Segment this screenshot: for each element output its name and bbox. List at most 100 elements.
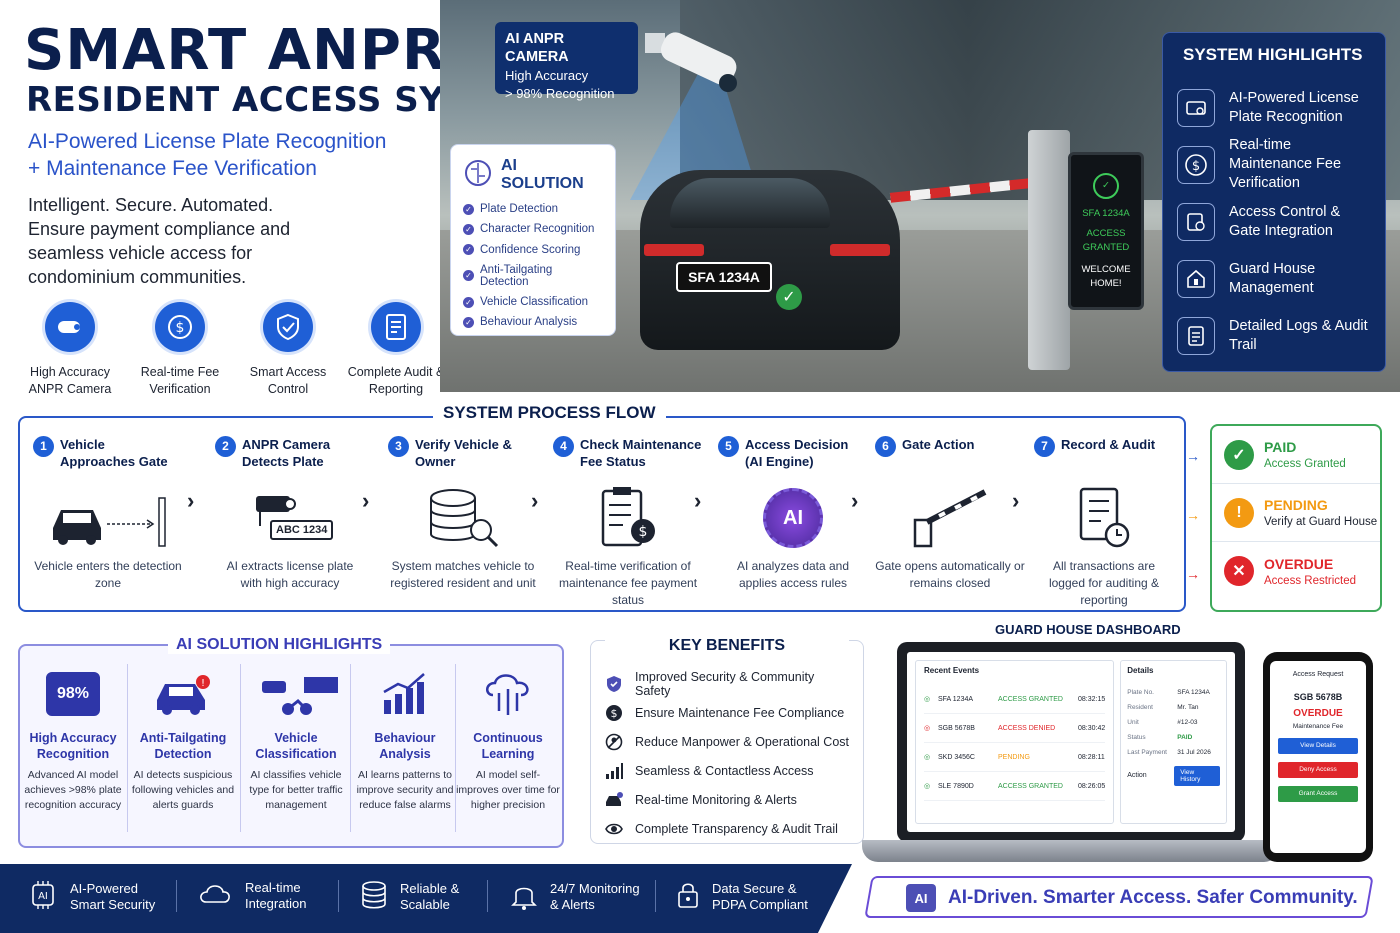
divider (350, 664, 351, 832)
bar-chart-icon (352, 664, 458, 724)
footer-bar (0, 864, 852, 933)
flow-arrow-icon: › (851, 488, 859, 513)
footer-item: Reliable & Scalable (360, 880, 468, 914)
kiosk-check-icon: ✓ (1093, 173, 1119, 199)
shield-check-icon (605, 675, 623, 693)
ai-solution-item: ✓Confidence Scoring (463, 244, 603, 256)
plate-scan-icon (1177, 88, 1215, 127)
log-clock-icon (1034, 478, 1174, 558)
detail-row: Unit#12-03 (1127, 719, 1198, 726)
footer-divider (176, 880, 177, 912)
divider (240, 664, 241, 832)
check-icon: ✓ (463, 244, 474, 256)
bell-icon (510, 880, 538, 914)
ai-brain-icon: AI (718, 478, 868, 558)
lock-icon (676, 880, 700, 914)
shield-icon (263, 302, 313, 352)
ai-chip-icon: AI (906, 884, 936, 912)
no-manpower-icon (605, 733, 623, 751)
barrier-gate-icon (875, 478, 1025, 558)
svg-text:!: ! (201, 678, 205, 689)
svg-text:$: $ (1192, 159, 1200, 174)
slogan: AI AI-Driven. Smarter Access. Safer Comm… (906, 884, 1358, 912)
warning-icon: ! (1224, 497, 1254, 528)
ai-chip-icon: AI (28, 880, 58, 914)
detail-row: Plate No.SFA 1234A (1127, 689, 1210, 696)
camera-card: AI ANPR CAMERA High Accuracy > 98% Recog… (495, 22, 638, 101)
check-circle-icon: ◎ (924, 783, 931, 790)
clipboard-dollar-icon: $ (553, 478, 703, 558)
dollar-icon: $ (605, 704, 623, 722)
deny-access-button[interactable]: Deny Access (1278, 762, 1358, 778)
grant-access-button[interactable]: Grant Access (1278, 786, 1358, 802)
camera-plate-icon: ABC 1234 (215, 478, 365, 558)
phone-screen: Access Request SGB 5678B OVERDUE Mainten… (1270, 661, 1366, 853)
ai-highlight-item: Vehicle Classification AI classifies veh… (243, 664, 349, 813)
dollar-icon: $ (155, 302, 205, 352)
check-icon: ✓ (463, 203, 474, 215)
close-icon: ✕ (1224, 556, 1254, 586)
cloud-icon (197, 881, 233, 911)
phone: Access Request SGB 5678B OVERDUE Mainten… (1263, 652, 1373, 862)
system-highlight-item: Guard House Management (1177, 250, 1371, 307)
camera-icon (45, 302, 95, 352)
flow-arrow-icon: › (531, 488, 539, 513)
ai-solution-card: AI SOLUTION ✓Plate Detection ✓Character … (450, 144, 616, 336)
dollar-icon: $ (1177, 145, 1215, 184)
view-details-button[interactable]: View Details (1278, 738, 1358, 754)
barrier-post (1028, 130, 1070, 370)
system-highlight-item: $Real-time Maintenance Fee Verification (1177, 136, 1371, 193)
view-history-button[interactable]: View History (1174, 765, 1220, 786)
feature-access: Smart Access Control (233, 302, 343, 398)
accuracy-badge: 98% (46, 672, 100, 716)
flow-arrow-icon: › (362, 488, 370, 513)
subtitle: AI-Powered License Plate Recognition + M… (28, 130, 387, 180)
ai-highlight-item: ! Anti-Tailgating Detection AI detects s… (130, 664, 236, 813)
access-kiosk: ✓ SFA 1234A ACCESS GRANTED WELCOME HOME! (1068, 152, 1144, 310)
svg-text:$: $ (611, 707, 618, 720)
denied-circle-icon: ◎ (924, 725, 931, 732)
ai-highlight-item: Behaviour Analysis AI learns patterns to… (352, 664, 458, 813)
footer-item: Data Secure & PDPA Compliant (676, 880, 808, 914)
check-icon: ✓ (463, 316, 474, 328)
footer-divider (655, 880, 656, 912)
benefit-item: Improved Security & Community Safety (605, 669, 849, 698)
camera-beam (630, 70, 760, 200)
ai-solution-item: ✓Anti-Tailgating Detection (463, 264, 603, 288)
laptop-base (862, 840, 1280, 862)
tail-light-right (830, 244, 890, 256)
footer-divider (487, 880, 488, 912)
database-icon (360, 880, 388, 914)
brain-icon (463, 158, 493, 193)
flow-arrow-icon: › (694, 488, 702, 513)
ai-highlight-item: Continuous Learning AI model self-improv… (455, 664, 561, 813)
benefit-item: Seamless & Contactless Access (605, 756, 849, 785)
ai-highlights-box (18, 644, 564, 848)
report-icon (371, 302, 421, 352)
arrow-overdue-icon: → (1186, 566, 1200, 582)
arrow-paid-icon: → (1186, 448, 1200, 464)
tail-light-left (644, 244, 704, 256)
svg-text:$: $ (176, 320, 185, 336)
arrow-pending-icon: → (1186, 507, 1200, 523)
svg-text:$: $ (639, 524, 648, 540)
divider (455, 664, 456, 832)
check-icon: ✓ (1224, 439, 1254, 470)
ai-highlight-item: 98% High Accuracy Recognition Advanced A… (20, 664, 126, 813)
